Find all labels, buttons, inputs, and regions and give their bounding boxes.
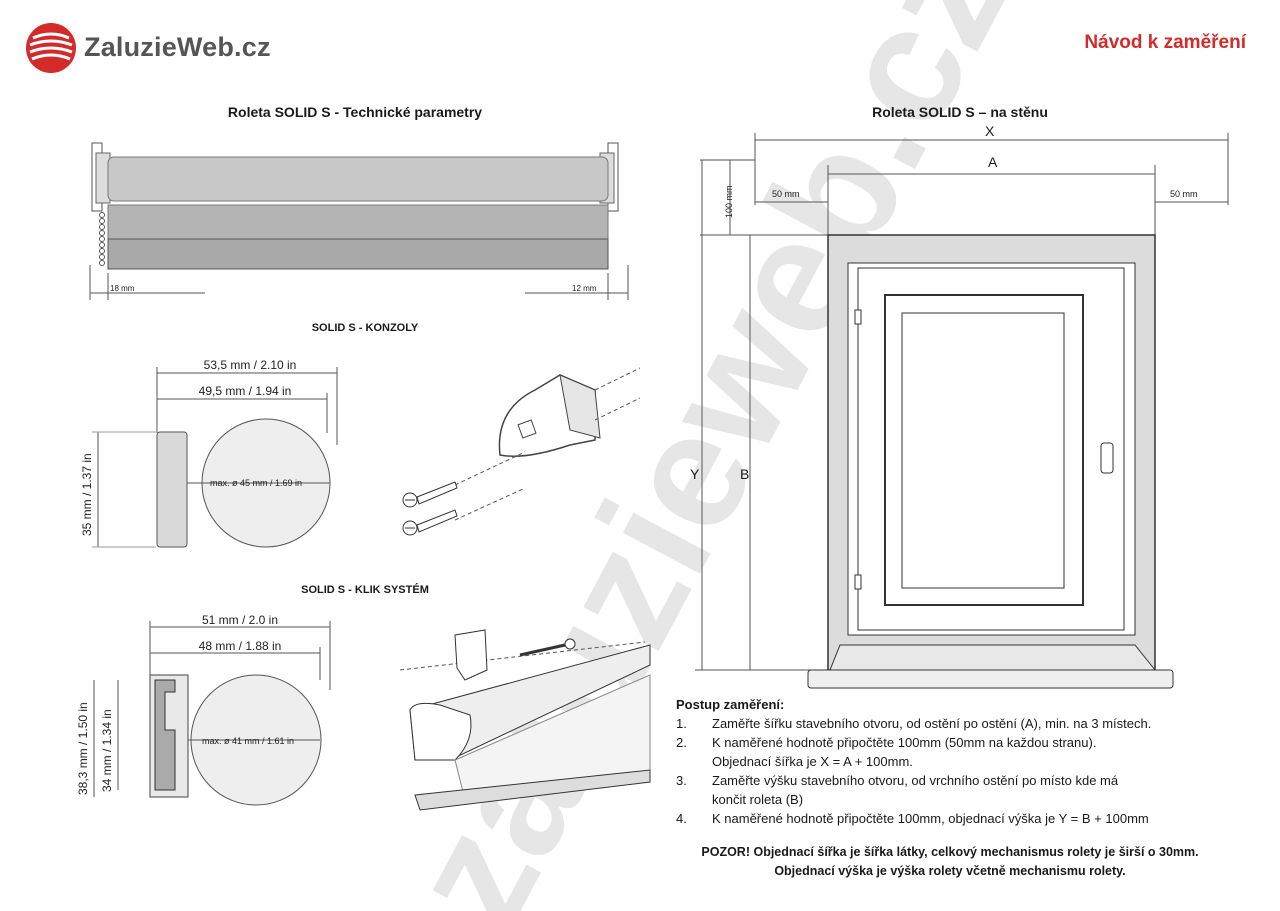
step-number: 4.: [676, 811, 687, 826]
procedure-step: 4. K naměřené hodnotě připočtěte 100mm, o…: [676, 809, 1236, 828]
step-text: Zaměřte šířku stavebního otvoru, od ostě…: [712, 716, 1152, 731]
label-b: B: [740, 466, 750, 482]
klik-title: SOLID S - KLIK SYSTÉM: [301, 584, 429, 596]
bracket-with-screws-drawing: [402, 367, 641, 536]
step-number: 1.: [676, 716, 687, 731]
konzoly-title: SOLID S - KONZOLY: [311, 322, 419, 334]
roller-blind-front-drawing: [89, 142, 629, 300]
offset-left-label: 18 mm: [110, 284, 135, 293]
label-y: Y: [690, 466, 700, 482]
tech-params-title: Roleta SOLID S - Technické parametry: [227, 104, 483, 120]
warning-line-1: POZOR! Objednací šířka je šířka látky, c…: [701, 845, 1199, 859]
label-x: X: [985, 123, 995, 139]
offset-right-label: 12 mm: [572, 284, 597, 293]
step-text: Objednací šířka je X = A + 100mm.: [712, 754, 913, 769]
procedure-step: 3. Zaměřte výšku stavebního otvoru, od vr…: [676, 771, 1236, 790]
step-number: [676, 790, 712, 809]
konzoly-height: 35 mm / 1.37 in: [80, 453, 94, 536]
procedure-step: končit roleta (B): [676, 790, 1236, 809]
klik-system-drawing: [399, 629, 651, 811]
window-measure-drawing: [695, 133, 1229, 689]
klik-height-inner: 34 mm / 1.34 in: [100, 709, 114, 792]
warning-line-2: Objednací výška je výška rolety včetně m…: [774, 864, 1126, 878]
margin-right-label: 50 mm: [1170, 189, 1198, 199]
klik-height-outer: 38,3 mm / 1.50 in: [76, 702, 90, 795]
logo-icon: [26, 23, 76, 73]
wall-mount-title: Roleta SOLID S – na stěnu: [872, 104, 1048, 120]
step-number: 2.: [676, 735, 687, 750]
procedure-step: Objednací šířka je X = A + 100mm.: [676, 752, 1236, 771]
document-title: Návod k zaměření: [1084, 32, 1246, 53]
procedure-heading: Postup zaměření:: [676, 697, 785, 712]
konzoly-section-drawing: [92, 367, 338, 548]
logo-text: ZaluzieWeb.cz: [84, 32, 271, 62]
klik-width-inner: 48 mm / 1.88 in: [198, 639, 282, 653]
step-number: 3.: [676, 773, 687, 788]
procedure-step: 2. K naměřené hodnotě připočtěte 100mm (5…: [676, 733, 1236, 752]
klik-section-drawing: [93, 621, 331, 806]
margin-top-label: 100 mm: [724, 185, 734, 218]
margin-left-label: 50 mm: [772, 189, 800, 199]
label-a: A: [988, 154, 998, 170]
klik-diameter: max. ø 41 mm / 1.61 in: [202, 736, 295, 746]
step-text: K naměřené hodnotě připočtěte 100mm, obj…: [712, 811, 1149, 826]
konzoly-width-inner: 49,5 mm / 1.94 in: [198, 384, 292, 398]
step-text: K naměřené hodnotě připočtěte 100mm (50m…: [712, 735, 1097, 750]
klik-width-outer: 51 mm / 2.0 in: [201, 613, 279, 627]
step-text: končit roleta (B): [712, 792, 804, 807]
step-number: [676, 752, 712, 771]
step-text: Zaměřte výšku stavebního otvoru, od vrch…: [712, 773, 1119, 788]
procedure-step: 1. Zaměřte šířku stavebního otvoru, od os…: [676, 714, 1236, 733]
konzoly-diameter: max. ø 45 mm / 1.69 in: [210, 478, 303, 488]
konzoly-width-outer: 53,5 mm / 2.10 in: [203, 358, 297, 372]
warning-block: POZOR! Objednací šířka je šířka látky, c…: [660, 843, 1240, 881]
procedure-block: Postup zaměření: 1. Zaměřte šířku stavebn…: [676, 695, 1236, 828]
